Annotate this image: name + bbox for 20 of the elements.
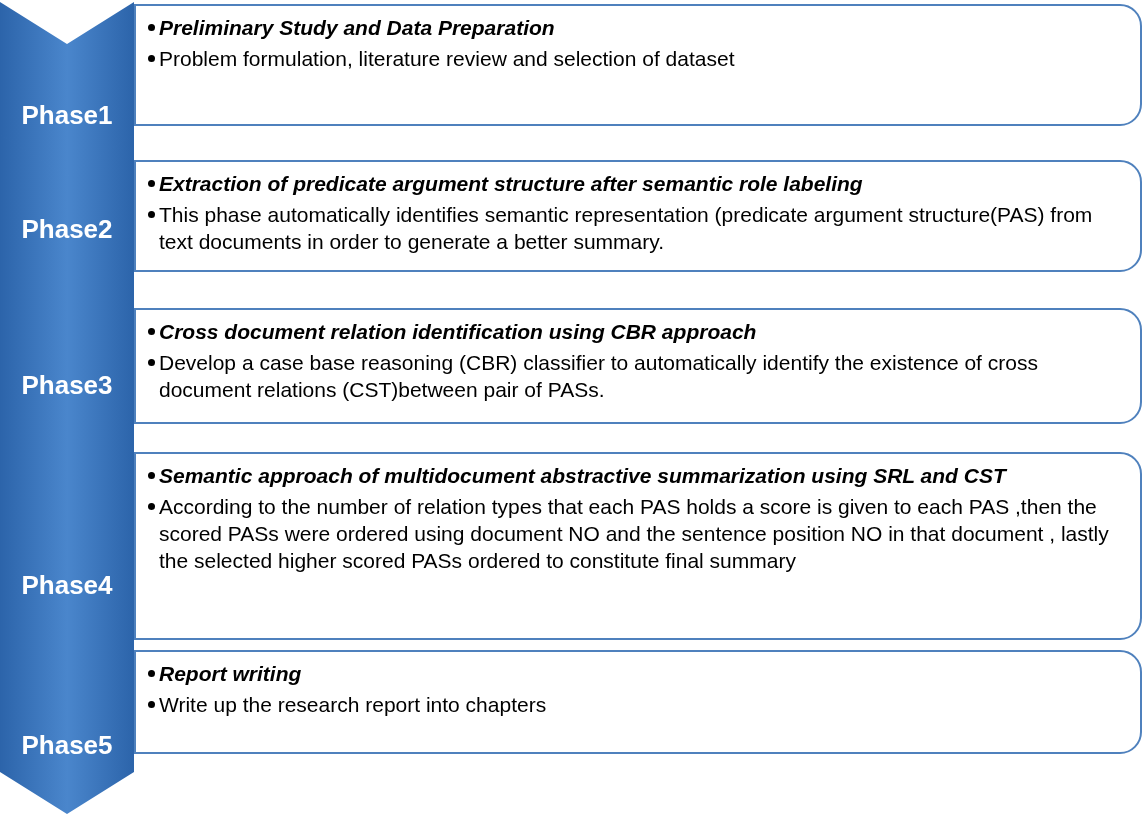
phase-description: Problem formulation, literature review and selection of dataset [159, 46, 735, 72]
phase-description: Write up the research report into chapters [159, 692, 547, 718]
phase-heading: Semantic approach of multidocument abstractive summarization using SRL and CST [159, 463, 1006, 489]
phase-description: According to the number of relation types that each PAS holds a score is given to each PAS ,then the scored PASs were ordered using document NO and the sentence position NO in that document , lastly the selected higher scored PASs ordered to constitute final summary [159, 494, 1110, 574]
phase-heading: Extraction of predicate argument structure after semantic role labeling [159, 171, 863, 197]
phase-label: Phase1 [20, 102, 114, 128]
phase-heading: Report writing [159, 661, 302, 687]
phase-card [134, 650, 1142, 754]
phase-label: Phase4 [20, 572, 114, 598]
phase-label: Phase5 [20, 732, 114, 758]
phase-card [134, 452, 1142, 640]
phase-card [134, 308, 1142, 424]
phase-card [134, 160, 1142, 272]
phase-label: Phase2 [20, 216, 114, 242]
phase-card [134, 4, 1142, 126]
phase-description: This phase automatically identifies semantic representation (predicate argument structure(PAS) from text documents in order to generate a better summary. [159, 202, 1094, 255]
phase-label: Phase3 [20, 372, 114, 398]
phase-heading: Cross document relation identification using CBR approach [159, 319, 757, 345]
phase-heading: Preliminary Study and Data Preparation [159, 15, 555, 41]
phase-description: Develop a case base reasoning (CBR) classifier to automatically identify the existence of cross document relations (CST)between pair of PASs. [159, 350, 1039, 403]
